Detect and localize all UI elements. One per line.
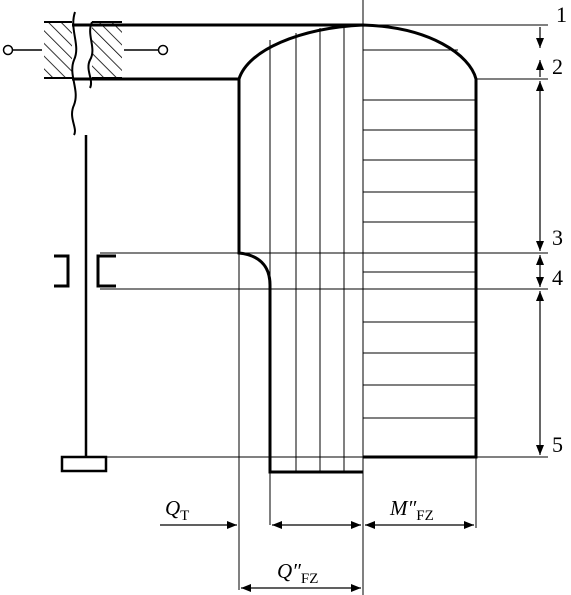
section-label-5: 5 (552, 432, 563, 457)
clamp-left (54, 254, 70, 288)
q-fz-label: Q″FZ (277, 559, 318, 587)
break-line-left (71, 11, 78, 136)
q-t-label: QT (165, 496, 189, 524)
section-label-2: 2 (552, 54, 563, 79)
hatched-support-right (92, 22, 122, 78)
terminal-right-circle (157, 44, 169, 56)
section-label-1: 1 (556, 2, 567, 27)
left-profile-curve (237, 23, 478, 80)
m-fz-label: M″FZ (389, 496, 434, 524)
m-region-lines (363, 49, 477, 528)
section-label-3: 3 (552, 225, 563, 250)
base-block (60, 455, 108, 473)
shaft-assembly (2, 11, 169, 473)
q-region-lines (238, 26, 345, 590)
clamp-right (96, 254, 116, 288)
hatched-support-left (44, 22, 72, 78)
terminal-left-circle (2, 44, 14, 56)
section-label-4: 4 (552, 265, 563, 290)
reference-lines (100, 24, 548, 458)
break-line-right (87, 21, 94, 89)
bottom-dimension-arrows (160, 521, 474, 592)
